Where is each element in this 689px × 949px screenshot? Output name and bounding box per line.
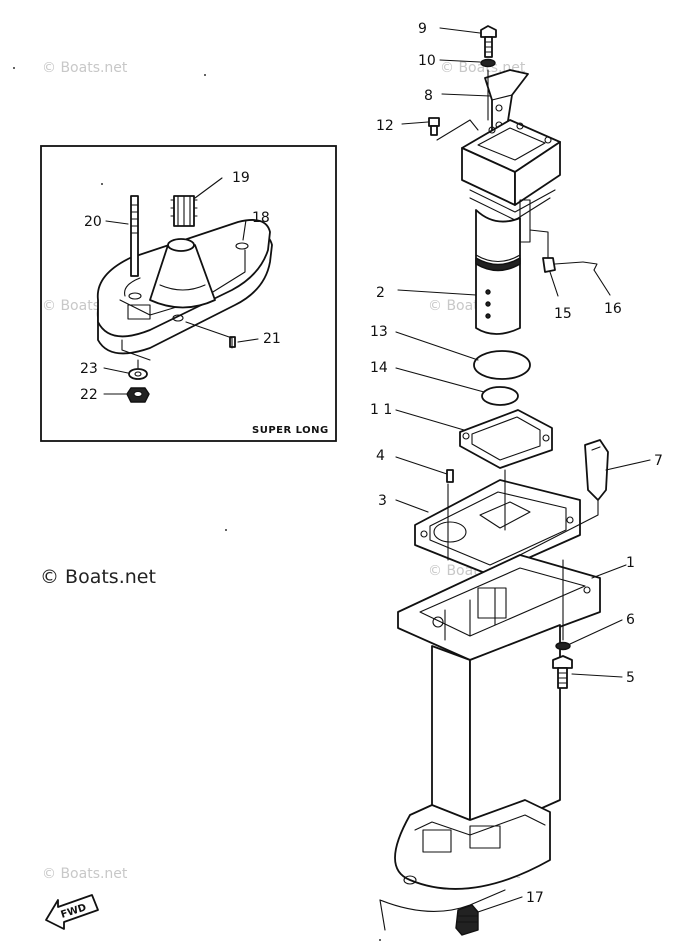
watermark-top-left: © Boats.net [42,60,128,76]
scan-specks [13,67,381,941]
callout-20: 20 [84,214,102,230]
part-5-bolt [552,655,573,689]
fwd-arrow-icon: FWD [45,894,99,930]
alignment-lines [436,69,599,641]
part-20-stud [130,195,139,277]
callout-6: 6 [626,612,635,628]
leader-21 [185,321,259,349]
callout-1: 1 [626,555,635,571]
callout-15: 15 [554,306,572,322]
part-head-block [461,119,561,221]
part-9-bolt [480,25,497,58]
callout-17: 17 [526,890,544,906]
inset-panel: SUPER LONG [40,145,337,442]
leader-lines-main [395,27,651,913]
part-7-cover [584,439,609,501]
part-10-washer [480,58,496,68]
callout-13: 13 [370,324,388,340]
callout-3: 3 [378,493,387,509]
callout-21: 21 [263,331,281,347]
part-23-washer [128,368,148,380]
callout-19: 19 [232,170,250,186]
leader-18 [242,219,247,241]
part-4-pin [446,469,454,483]
part-19-impeller [170,195,198,227]
part-14-oring [481,386,519,406]
callout-9: 9 [418,21,427,37]
part-17-drain [455,904,479,936]
leader-19 [194,177,223,199]
part-16-clip [582,261,598,271]
callout-12: 12 [376,118,394,134]
callout-14: 14 [370,360,388,376]
callout-10: 10 [418,53,436,69]
part-2-tube [475,199,531,335]
callout-23: 23 [80,361,98,377]
callout-18: 18 [252,210,270,226]
callout-8: 8 [424,88,433,104]
callout-2: 2 [376,285,385,301]
part-22-nut [126,387,150,403]
callout-11: 1 1 [370,402,392,418]
callout-5: 5 [626,670,635,686]
watermark-main: © Boats.net [40,566,156,588]
part-8-bracket [484,69,529,141]
part-6-washer [555,641,571,651]
part-1-housing [379,554,601,931]
part-13-oring [473,350,531,380]
leader-inset-stack [121,339,151,369]
inset-frame [40,145,337,442]
callout-7: 7 [654,453,663,469]
inset-caption: SUPER LONG [252,425,329,436]
callout-4: 4 [376,448,385,464]
part-3-gasket [414,479,581,576]
callout-16: 16 [604,301,622,317]
leader-23 [103,367,129,374]
part-15-grommet [542,257,556,273]
part-cone [149,238,216,309]
leader-20 [105,220,129,225]
watermark-bottom-left: © Boats.net [42,866,128,882]
callout-22: 22 [80,387,98,403]
part-12-bolt [428,117,440,136]
part-11-gasket [459,409,553,469]
